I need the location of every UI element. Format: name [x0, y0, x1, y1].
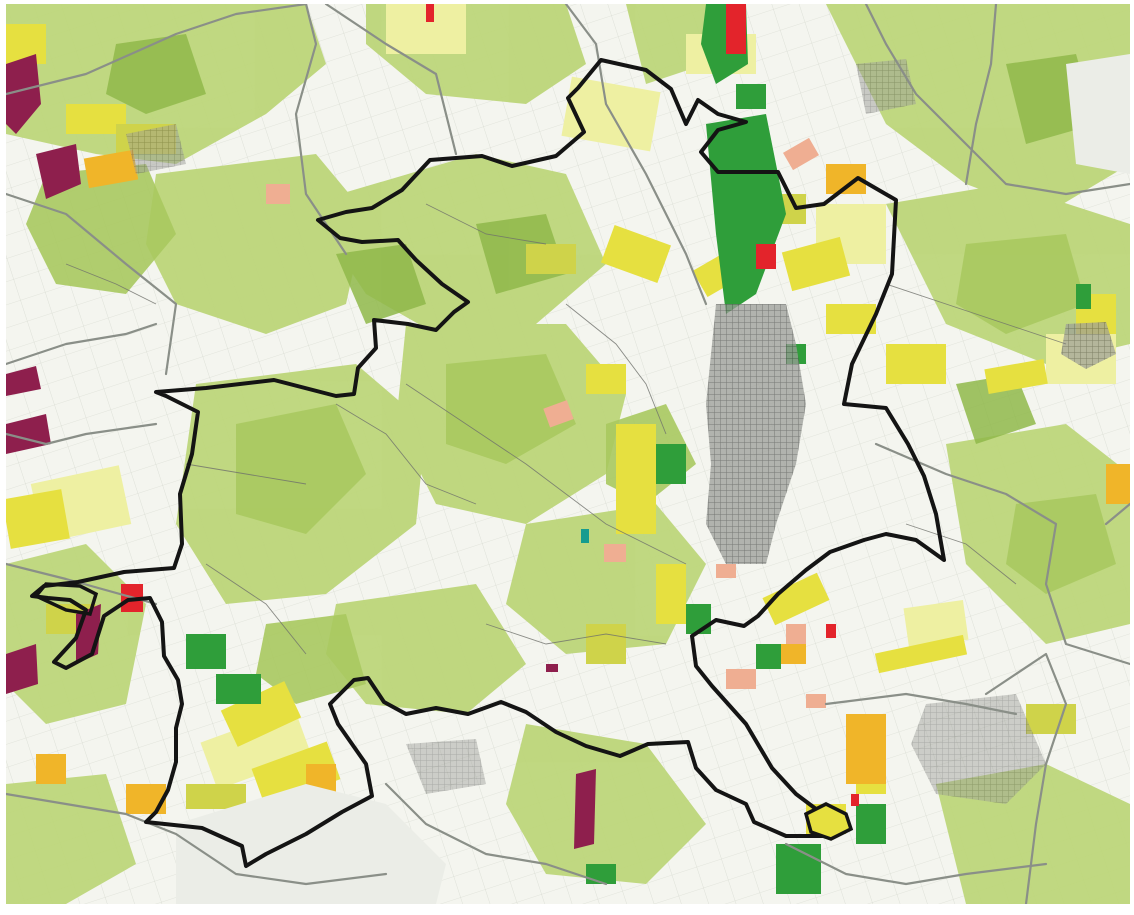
- town-settlements: [126, 59, 1116, 804]
- south-village: [406, 739, 486, 794]
- forest-areas-mid: [26, 164, 1116, 704]
- east-village: [1061, 322, 1116, 369]
- municipal-boundary-line: [30, 58, 946, 868]
- northwest-village: [126, 124, 186, 174]
- road-network: [6, 4, 1130, 904]
- map-canvas[interactable]: [6, 4, 1130, 904]
- boundary-tip: [803, 802, 854, 841]
- salmon-fields: [266, 137, 826, 708]
- central-town: [706, 304, 806, 564]
- orange-fields: [36, 149, 1130, 814]
- minor-roads: [65, 203, 1067, 655]
- magenta-fields: [6, 54, 596, 849]
- boundary-enclave: [33, 582, 99, 616]
- southeast-town: [911, 694, 1046, 804]
- open-area-northeast: [1066, 54, 1130, 174]
- north-village: [856, 59, 916, 114]
- land-use-map: [6, 4, 1130, 904]
